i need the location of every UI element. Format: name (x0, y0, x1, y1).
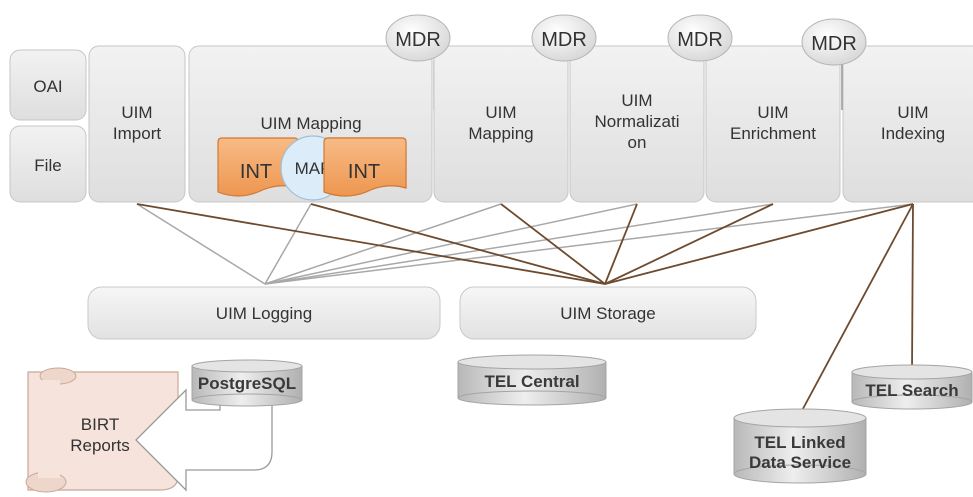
uim-indexing-line2: Indexing (881, 124, 945, 143)
int-right-overlay-label: INT (348, 161, 380, 183)
postgres-to-birt-arrow (135, 388, 273, 492)
birt-line1: BIRT (81, 415, 119, 434)
uim-logging-label: UIM Logging (216, 304, 312, 323)
source-oai-box: OAI (9, 49, 87, 121)
uim-mapping-line1: UIM (485, 103, 516, 122)
source-file-label: File (34, 156, 61, 175)
uim-normalization-line3: on (628, 133, 647, 152)
uim-indexing-box: UIM Indexing (842, 45, 973, 203)
birt-line2: Reports (70, 436, 130, 455)
uim-normalization-line2: Normalizati (594, 112, 679, 131)
uim-mapping-box: UIM Mapping (433, 45, 569, 203)
uim-normalization-line1: UIM (621, 91, 652, 110)
tel-linked-line2: Data Service (749, 453, 851, 472)
mdr-bubble-3: MDR (667, 14, 733, 62)
mdr-bubble-4: MDR (801, 18, 867, 66)
source-file-box: File (9, 125, 87, 203)
mdr-label-2: MDR (541, 29, 587, 51)
tel-search-db: TEL Search (851, 364, 973, 410)
map-label: MAP (295, 159, 332, 178)
mdr-bubble-1: MDR (385, 14, 451, 62)
uim-indexing-line1: UIM (897, 103, 928, 122)
uim-normalization-box: UIM Normalizati on (569, 45, 705, 203)
uim-logging-bar: UIM Logging (87, 286, 441, 340)
postgresql-label: PostgreSQL (198, 374, 296, 393)
indexing-connections (797, 203, 914, 419)
int-left-label: INT (240, 161, 272, 183)
uim-import-line2: Import (113, 124, 161, 143)
uim-enrichment-box: UIM Enrichment (705, 45, 841, 203)
int-left-shape: INT (217, 137, 299, 197)
uim-enrichment-line1: UIM (757, 103, 788, 122)
uim-storage-bar: UIM Storage (459, 286, 757, 340)
mdr-label-4: MDR (811, 33, 857, 55)
postgresql-db: PostgreSQL (191, 359, 303, 407)
uim-storage-label: UIM Storage (560, 304, 655, 323)
uim-import-line1: UIM (121, 103, 152, 122)
mdr-label-3: MDR (677, 29, 723, 51)
storage-connections (136, 203, 914, 285)
tel-linked-data-db: TEL Linked Data Service (733, 408, 867, 484)
mdr-label-1: MDR (395, 29, 441, 51)
tel-search-label: TEL Search (865, 381, 958, 400)
uim-mapping-main-label: UIM Mapping (260, 114, 361, 133)
tel-linked-line1: TEL Linked (754, 433, 845, 452)
uim-enrichment-line2: Enrichment (730, 124, 816, 143)
int-right-overlay (323, 137, 407, 197)
uim-import-box: UIM Import (88, 45, 186, 203)
mdr-bubble-2: MDR (531, 14, 597, 62)
logging-connections (136, 203, 914, 285)
tel-central-label: TEL Central (484, 372, 579, 391)
source-oai-label: OAI (33, 77, 62, 96)
uim-mapping-line2: Mapping (468, 124, 533, 143)
tel-central-db: TEL Central (457, 354, 607, 406)
